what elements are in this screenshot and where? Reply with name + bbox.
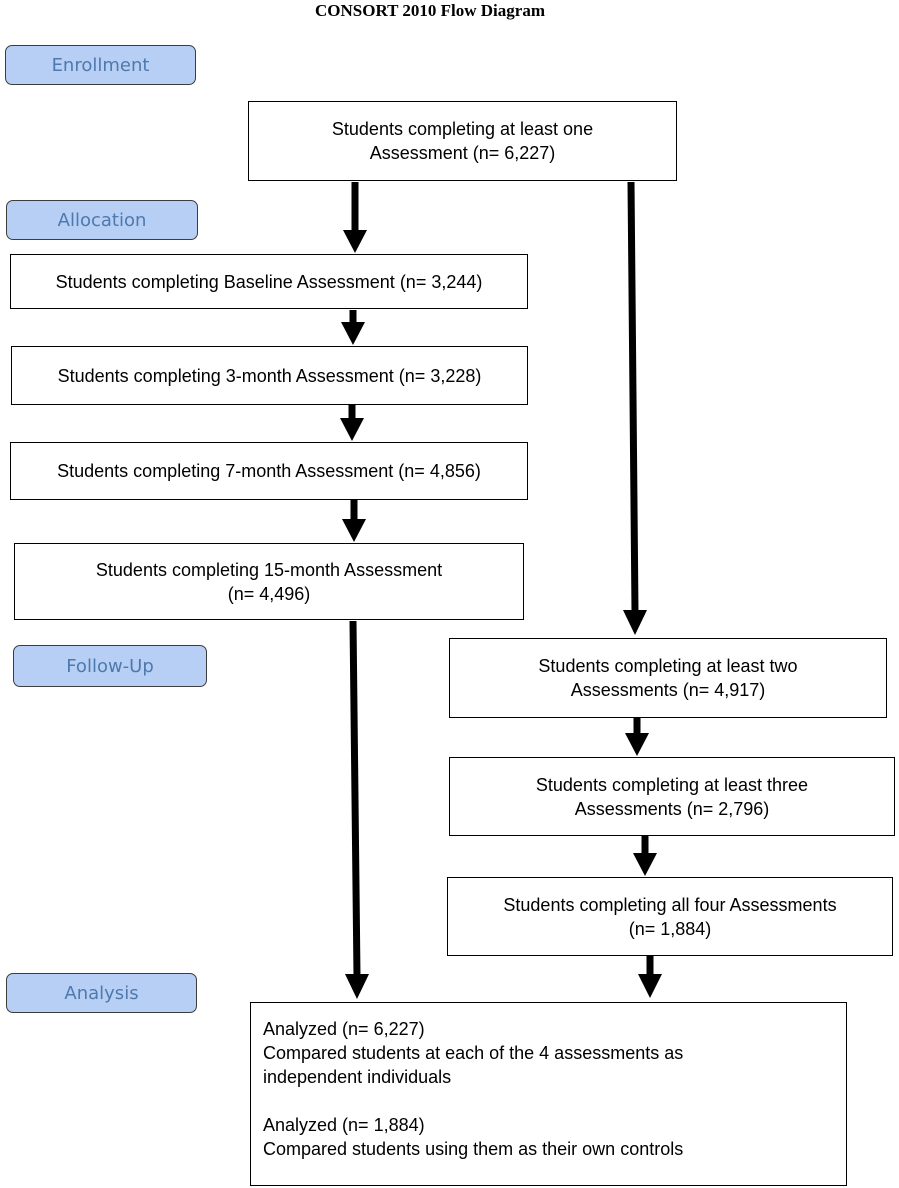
box-baseline: Students completing Baseline Assessment … — [10, 254, 528, 309]
box-at-least-two-line1: Students completing at least two — [538, 656, 798, 676]
arrow-seven-month-to-fifteen-month — [342, 500, 366, 542]
box-at-least-three-line1: Students completing at least three — [535, 774, 809, 795]
box-all-four: Students completing all four Assessments… — [447, 877, 893, 956]
box-analysis-line5: Compared students using them as their ow… — [263, 1139, 684, 1159]
box-seven-month-line1: Students completing 7-month Assessment (… — [57, 461, 481, 481]
box-at-least-one-line1: Students completing at least one — [331, 119, 594, 139]
box-three-month-line1: Students completing 3-month Assessment (… — [57, 365, 482, 386]
box-analysis-line1: Analyzed (n= 6,227) — [263, 1019, 425, 1039]
box-seven-month: Students completing 7-month Assessment (… — [10, 442, 528, 500]
arrow-one-to-baseline — [343, 182, 367, 253]
arrow-three-to-four — [633, 836, 657, 876]
phase-analysis: Analysis — [6, 973, 197, 1013]
box-at-least-three-line2: Assessments (n= 2,796) — [574, 798, 770, 819]
box-analysis-line3: independent individuals — [263, 1067, 452, 1087]
box-all-four-line1: Students completing all four Assessments — [503, 894, 837, 915]
box-at-least-two: Students completing at least two Assessm… — [449, 638, 887, 718]
phase-analysis-label: Analysis — [64, 982, 139, 1004]
arrow-two-to-three — [625, 718, 649, 756]
phase-allocation: Allocation — [6, 200, 198, 240]
box-analysis: Analyzed (n= 6,227) Compared students at… — [250, 1002, 847, 1186]
arrow-four-to-analysis — [638, 956, 662, 998]
box-at-least-one: Students completing at least one Assessm… — [248, 101, 677, 181]
box-fifteen-month-line1: Students completing 15-month Assessment — [95, 559, 443, 580]
arrow-one-to-at-least-two — [623, 181, 647, 635]
phase-enrollment-label: Enrollment — [51, 54, 150, 76]
phase-enrollment: Enrollment — [5, 45, 196, 85]
box-baseline-line1: Students completing Baseline Assessment … — [55, 271, 483, 292]
phase-allocation-label: Allocation — [57, 209, 147, 231]
box-at-least-one-line2: Assessment (n= 6,227) — [369, 143, 556, 163]
box-fifteen-month-line2: (n= 4,496) — [227, 583, 311, 604]
box-three-month: Students completing 3-month Assessment (… — [11, 346, 528, 405]
arrow-fifteen-month-to-analysis — [345, 620, 369, 999]
arrow-three-month-to-seven-month — [340, 405, 364, 441]
box-all-four-line2: (n= 1,884) — [628, 918, 712, 939]
phase-follow-up-label: Follow-Up — [66, 655, 154, 677]
box-analysis-line2: Compared students at each of the 4 asses… — [263, 1043, 684, 1063]
box-at-least-three: Students completing at least three Asses… — [449, 757, 895, 836]
box-at-least-two-line2: Assessments (n= 4,917) — [570, 680, 766, 700]
box-fifteen-month: Students completing 15-month Assessment … — [14, 543, 524, 620]
arrow-baseline-to-three-month — [341, 310, 365, 345]
box-analysis-line4: Analyzed (n= 1,884) — [263, 1115, 425, 1135]
phase-follow-up: Follow-Up — [13, 645, 207, 687]
diagram-title: CONSORT 2010 Flow Diagram — [314, 1, 545, 20]
